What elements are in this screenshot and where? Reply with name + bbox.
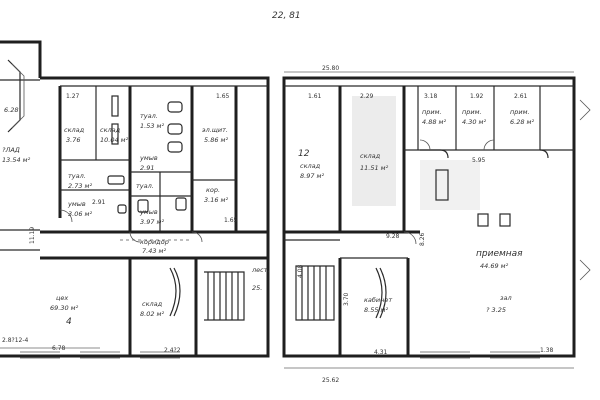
- dim-165b: 1.65: [224, 217, 238, 224]
- room-sklad-c: склад: [142, 300, 163, 308]
- room-kabinet-area: 8.55 м²: [364, 306, 388, 314]
- room-tsekh-num: 4: [66, 317, 72, 327]
- room-prim-c: прим.: [510, 108, 530, 116]
- room-umyv-b: умыв: [67, 200, 86, 208]
- dim-431: 4.31: [374, 349, 388, 356]
- room-lobby-area: 6.28: [4, 106, 18, 114]
- room-umyv-a-area: 2.91: [140, 164, 154, 172]
- room-elekt-area: 5.86 м²: [204, 136, 228, 144]
- dim-1119: 11.19: [29, 227, 36, 244]
- dim-370: 3.70: [343, 292, 350, 306]
- dim-678: 6.78: [52, 345, 66, 352]
- room-prim-c-area: 6.28 м²: [510, 118, 534, 126]
- room-priemnaya-area: 44.69 м²: [480, 262, 509, 270]
- room-sklad-d-area: 8.97 м²: [300, 172, 324, 180]
- room-left-area-side: 2.91: [92, 199, 106, 206]
- room-sklad-c-area: 8.02 м²: [140, 310, 164, 318]
- room-prim-a: прим.: [422, 108, 442, 116]
- room-sklad-d-num: 12: [298, 149, 310, 159]
- room-left-area: 13.54 м²: [2, 156, 31, 164]
- dim-928: 9.28: [386, 233, 400, 240]
- dim-192: 1.92: [470, 93, 484, 100]
- room-sklad-e-area: 11.51 м²: [360, 164, 389, 172]
- corner-note: 2.8?12-4: [2, 337, 29, 344]
- dimension-lines: [0, 71, 574, 369]
- room-prim-a-area: 4.88 м²: [422, 118, 446, 126]
- room-sklad-d: склад: [300, 162, 321, 170]
- room-sklad-a-area: 3.76: [66, 136, 80, 144]
- dim-595: 5.95: [472, 157, 486, 164]
- room-priemnaya: приемная: [476, 249, 523, 259]
- room-elekt: эл.щит.: [202, 126, 228, 134]
- dim-229: 2.29: [360, 93, 374, 100]
- dim-165a: 1.65: [216, 93, 230, 100]
- room-tual-b: туал.: [68, 172, 86, 180]
- room-umyv-b-area: 3.06 м²: [68, 210, 92, 218]
- room-koridor-small: кор.: [206, 186, 220, 194]
- room-umyv-a: умыв: [139, 154, 158, 162]
- left-wing: [0, 40, 270, 359]
- room-tual-b-area: 2.73 м²: [68, 182, 92, 190]
- dim-261: 2.61: [514, 93, 528, 100]
- right-wing: [282, 76, 591, 359]
- room-tsekh-area: 69.30 м²: [50, 304, 79, 312]
- room-zal: зал: [500, 294, 512, 302]
- room-sklad-b: склад: [100, 126, 121, 134]
- room-tual-a-area: 1.53 м²: [140, 122, 164, 130]
- room-left-label: ?ЛАД: [2, 146, 20, 154]
- dim-127: 1.27: [66, 93, 80, 100]
- dim-318: 3.18: [424, 93, 438, 100]
- room-prim-b: прим.: [462, 108, 482, 116]
- room-sklad-a: склад: [64, 126, 85, 134]
- room-lestn-dim: 25.: [252, 284, 262, 292]
- room-lestn: лест.: [251, 266, 270, 274]
- room-koridor: коридор: [140, 238, 169, 246]
- room-tual-c: туал.: [136, 182, 154, 190]
- dim-161: 1.61: [308, 93, 322, 100]
- room-tual-a: туал.: [140, 112, 158, 120]
- room-sklad-e: склад: [360, 152, 381, 160]
- dim-top: 25.80: [322, 65, 339, 72]
- labels: 25.80 25.62 6.78 2.4?2 11.19 1.65 1.65 1…: [2, 65, 554, 384]
- room-umyv-c-area: 3.97 м²: [140, 218, 164, 226]
- dim-bottom: 25.62: [322, 377, 339, 384]
- room-tsekh: цех: [56, 294, 68, 302]
- room-zal-area: ? 3.25: [486, 306, 506, 314]
- dim-138: 1.38: [540, 347, 554, 354]
- sheet-number: 22, 81: [272, 11, 301, 21]
- room-prim-b-area: 4.30 м²: [462, 118, 486, 126]
- room-umyv-c: умыв: [139, 208, 158, 216]
- room-koridor-area: 7.43 м²: [142, 247, 166, 255]
- dim-408: 4.08: [297, 264, 304, 278]
- dim-826: 8.26: [419, 232, 426, 246]
- room-sklad-b-area: 10.04 м²: [100, 136, 129, 144]
- room-kabinet: кабинет: [364, 296, 392, 304]
- room-koridor-small-area: 3.16 м²: [204, 196, 228, 204]
- dim-242: 2.4?2: [164, 347, 181, 354]
